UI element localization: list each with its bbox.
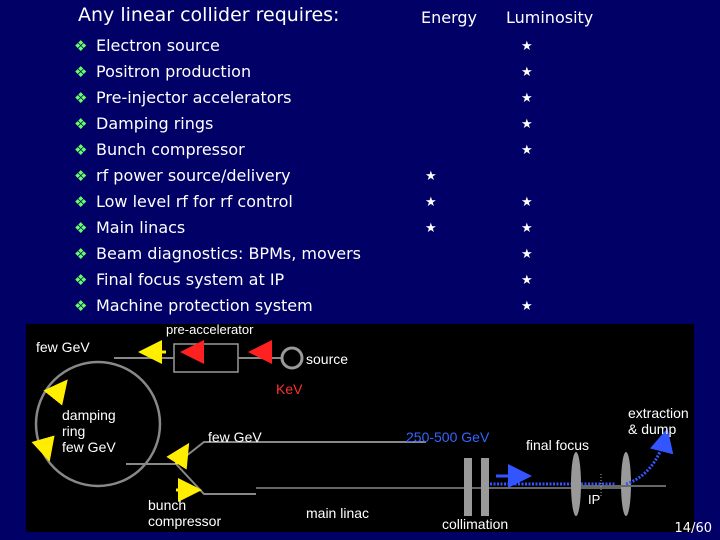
diamond-bullet-icon: ❖	[74, 115, 88, 133]
energy-star-icon: ★	[425, 221, 437, 236]
luminosity-star-icon: ★	[521, 65, 533, 80]
list-item: ❖ Machine protection system	[74, 293, 361, 319]
luminosity-star-icon: ★	[521, 143, 533, 158]
page-number: 14/60	[674, 521, 712, 536]
list-item: ❖ Low level rf for rf control	[74, 189, 361, 215]
label-final-focus: final focus	[526, 437, 589, 453]
diamond-bullet-icon: ❖	[74, 37, 88, 55]
requirements-list: ❖ Electron source ❖ Positron production ❖ Pre…	[74, 33, 361, 319]
luminosity-star-icon: ★	[521, 299, 533, 314]
luminosity-star-icon: ★	[521, 247, 533, 262]
list-item-label: Beam diagnostics: BPMs, movers	[96, 244, 361, 263]
collider-diagram: pre-accelerator few GeV source KeV dampi…	[26, 322, 694, 532]
list-item-label: Machine protection system	[96, 296, 313, 315]
collimator-1	[464, 458, 472, 516]
extraction-beam	[625, 428, 674, 486]
luminosity-star-icon: ★	[521, 273, 533, 288]
list-item: ❖ rf power source/delivery	[74, 163, 361, 189]
collider-schematic: pre-accelerator few GeV source KeV dampi…	[31, 322, 689, 532]
list-item-label: Positron production	[96, 62, 252, 81]
energy-column-header: Energy	[421, 8, 478, 27]
list-item: ❖ Beam diagnostics: BPMs, movers	[74, 241, 361, 267]
diamond-bullet-icon: ❖	[74, 167, 88, 185]
luminosity-star-icon: ★	[521, 39, 533, 54]
list-item: ❖ Main linacs	[74, 215, 361, 241]
label-kev: KeV	[276, 381, 303, 397]
energy-star-icon: ★	[425, 169, 437, 184]
label-pre-accelerator: pre-accelerator	[166, 324, 254, 337]
list-item: ❖ Bunch compressor	[74, 137, 361, 163]
label-compressor: compressor	[148, 513, 221, 529]
diamond-bullet-icon: ❖	[74, 245, 88, 263]
luminosity-star-icon: ★	[521, 91, 533, 106]
label-dump: & dump	[628, 421, 676, 437]
damping-ring-shape	[34, 360, 162, 488]
label-few-gev-ring: few GeV	[62, 439, 116, 455]
label-ring: ring	[62, 423, 85, 439]
diamond-bullet-icon: ❖	[74, 63, 88, 81]
luminosity-column-header: Luminosity	[506, 8, 594, 27]
final-focus-lens-1	[571, 452, 581, 516]
label-bunch: bunch	[148, 497, 186, 513]
luminosity-star-icon: ★	[521, 221, 533, 236]
luminosity-star-icon: ★	[521, 117, 533, 132]
diamond-bullet-icon: ❖	[74, 271, 88, 289]
label-few-gev-top: few GeV	[36, 339, 90, 355]
label-extraction: extraction	[628, 405, 689, 421]
label-ip: IP	[588, 492, 600, 507]
list-item: ❖ Final focus system at IP	[74, 267, 361, 293]
luminosity-star-icon: ★	[521, 195, 533, 210]
label-collimation: collimation	[442, 516, 508, 532]
diamond-bullet-icon: ❖	[74, 193, 88, 211]
energy-star-icon: ★	[425, 195, 437, 210]
list-item-label: Bunch compressor	[96, 140, 245, 159]
list-item-label: Low level rf for rf control	[96, 192, 293, 211]
list-item-label: Damping rings	[96, 114, 214, 133]
list-item-label: Pre-injector accelerators	[96, 88, 292, 107]
diamond-bullet-icon: ❖	[74, 297, 88, 315]
diamond-bullet-icon: ❖	[74, 219, 88, 237]
list-item: ❖ Damping rings	[74, 111, 361, 137]
list-item: ❖ Positron production	[74, 59, 361, 85]
collimator-2	[481, 458, 489, 516]
label-energy-range: 250-500 GeV	[406, 429, 490, 445]
list-item-label: Final focus system at IP	[96, 270, 285, 289]
label-main-linac: main linac	[306, 505, 369, 521]
list-item: ❖ Electron source	[74, 33, 361, 59]
list-item-label: rf power source/delivery	[96, 166, 291, 185]
source-shape	[280, 346, 304, 370]
list-item: ❖ Pre-injector accelerators	[74, 85, 361, 111]
label-damping: damping	[62, 407, 116, 423]
label-source: source	[306, 351, 348, 367]
diamond-bullet-icon: ❖	[74, 141, 88, 159]
list-item-label: Electron source	[96, 36, 220, 55]
diamond-bullet-icon: ❖	[74, 89, 88, 107]
slide-title: Any linear collider requires:	[78, 4, 340, 26]
label-few-gev-mid: few GeV	[208, 429, 262, 445]
list-item-label: Main linacs	[96, 218, 186, 237]
